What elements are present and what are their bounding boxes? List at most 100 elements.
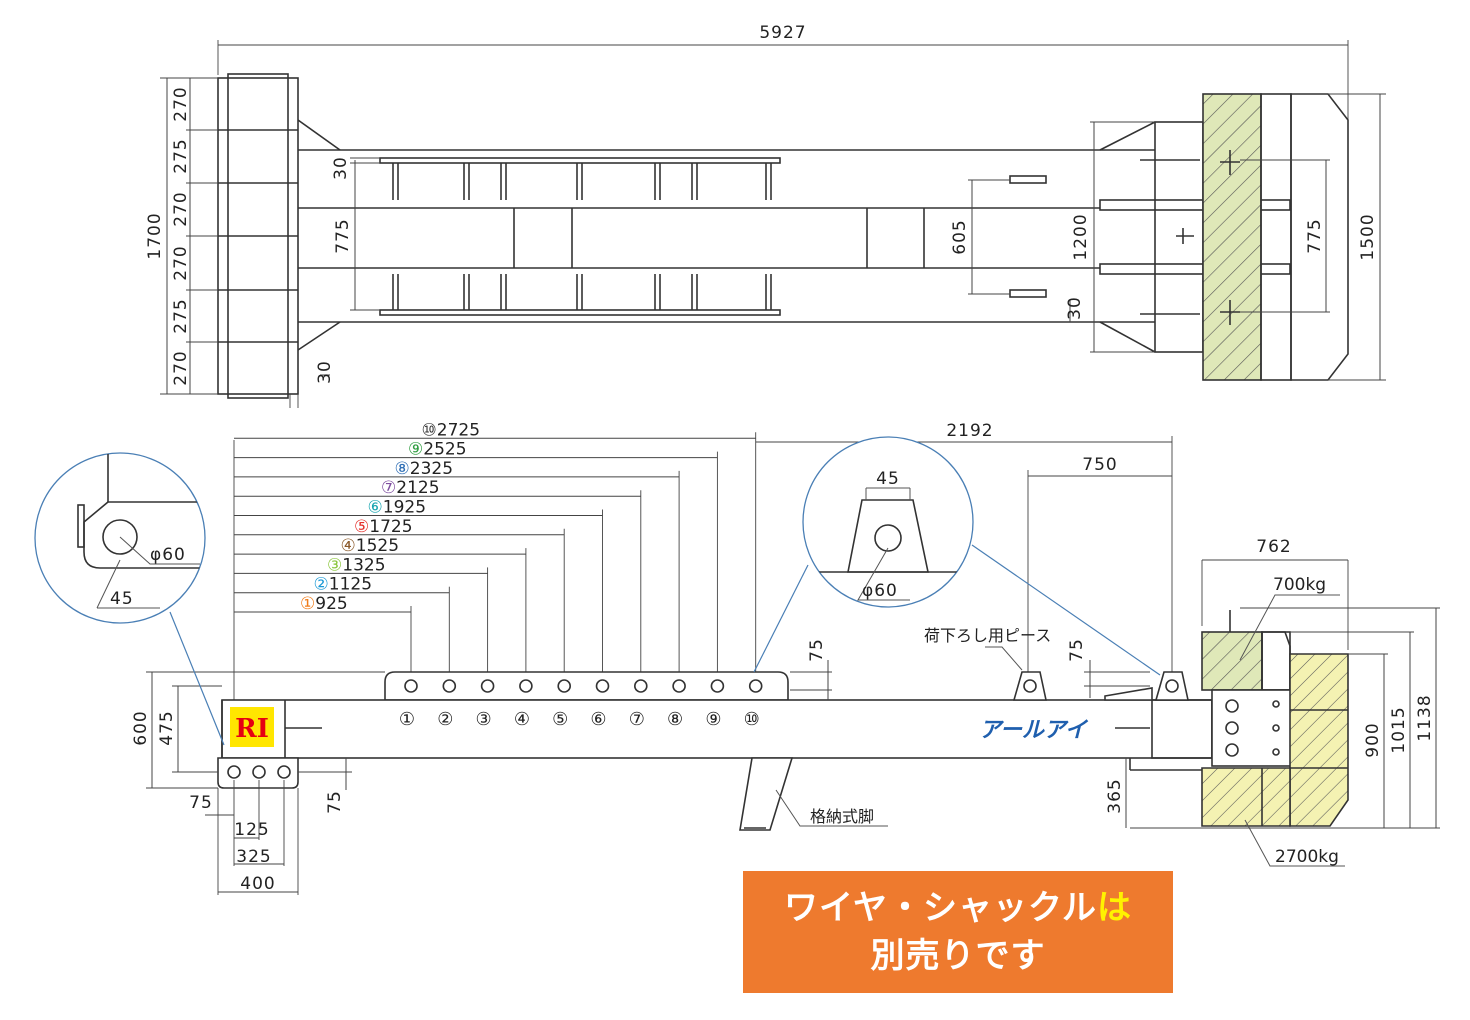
beam-hole <box>404 679 418 693</box>
hole-dim-value: 1325 <box>342 555 385 575</box>
beam-hole <box>595 679 610 693</box>
hole-dim-value: 925 <box>315 594 347 614</box>
hole-dim-label: ⑧2325 <box>395 459 454 479</box>
beam-hole <box>480 679 495 693</box>
hole-dim-num: ⑨ <box>408 440 423 460</box>
detail-right: 45 φ60 <box>753 436 1161 676</box>
dim-400: 400 <box>240 874 275 894</box>
hole-dim-label: ③1325 <box>327 555 386 575</box>
beam-hole <box>710 679 725 693</box>
dim-left-stack-6: 270 <box>171 350 191 385</box>
notice-wire: ワイヤ <box>784 888 888 928</box>
hole-dim-label: ⑤1725 <box>354 517 413 537</box>
hole-number: ⑤ <box>552 709 568 730</box>
hole-number: ⑥ <box>590 709 606 730</box>
dim-left-stack-1: 270 <box>171 86 191 121</box>
hole-dim-value: 2525 <box>423 440 466 460</box>
hole-number: ③ <box>476 709 492 730</box>
beam-hole <box>748 679 763 693</box>
side-view: ①925②1125③1325④1525⑤1725⑥1925⑦2125⑧2325⑨… <box>131 420 1440 895</box>
dim-1015: 1015 <box>1389 706 1409 753</box>
beam-hole <box>633 679 648 693</box>
hole-dim-label: ⑩2725 <box>422 420 481 440</box>
dim-900: 900 <box>1363 722 1383 757</box>
beam-hole <box>672 679 686 693</box>
hole-dim-value: 2725 <box>437 420 480 440</box>
dim-left-stack-5: 275 <box>171 298 191 333</box>
beam-holes <box>404 679 763 693</box>
dim-2192: 2192 <box>946 421 993 441</box>
dim-overall-length: 5927 <box>759 23 806 43</box>
dim-left-bottom: 30 <box>315 360 335 384</box>
brand-logo <box>230 707 274 747</box>
hole-dim-value: 2325 <box>410 459 453 479</box>
weight-upper: 700kg <box>1273 575 1326 595</box>
dim-75-top: 75 <box>807 638 827 662</box>
detail-left-angle: 45 <box>110 589 134 609</box>
weight-lower: 2700kg <box>1275 847 1339 867</box>
hole-offset-dimensions: ①925②1125③1325④1525⑤1725⑥1925⑦2125⑧2325⑨… <box>234 420 757 672</box>
dim-right-1500: 1500 <box>1358 213 1378 260</box>
hole-dim-num: ⑧ <box>395 459 410 479</box>
hole-number: ① <box>399 709 415 730</box>
hole-dim-value: 1725 <box>369 517 412 537</box>
label-folding-leg: 格納式脚 <box>810 807 874 826</box>
dim-762: 762 <box>1256 537 1291 557</box>
hole-number: ② <box>437 709 453 730</box>
notice-line-1: ワイヤ・シャックルは <box>784 884 1132 932</box>
hole-dim-num: ② <box>314 575 329 595</box>
dim-left-stack-2: 275 <box>171 138 191 173</box>
hole-dim-label: ⑨2525 <box>408 440 467 460</box>
hole-dim-value: 1125 <box>329 575 372 595</box>
notice-particle: は <box>1096 888 1132 928</box>
hole-number: ⑧ <box>667 709 683 730</box>
hole-number: ⑨ <box>705 709 721 730</box>
dim-1138: 1138 <box>1415 694 1435 741</box>
hole-dim-num: ⑦ <box>381 478 396 498</box>
dim-left-total: 1700 <box>145 212 165 259</box>
detail-left-diameter: φ60 <box>150 545 186 565</box>
dim-inner-775: 775 <box>333 218 353 253</box>
beam-hole <box>557 679 572 693</box>
hole-dim-label: ⑥1925 <box>368 498 427 518</box>
notice-line-2: 別売りです <box>870 936 1046 976</box>
dim-600: 600 <box>131 710 151 745</box>
dim-right-1200: 1200 <box>1071 213 1091 260</box>
beam-hole <box>442 679 457 693</box>
dim-75-left: 75 <box>189 793 213 813</box>
detail-left: φ60 45 <box>34 452 225 746</box>
hole-dim-num: ④ <box>341 536 356 556</box>
beam-hole <box>519 679 533 693</box>
detail-right-diameter: φ60 <box>862 581 898 601</box>
dim-right-775: 775 <box>1305 218 1325 253</box>
notice-dot: ・ <box>888 888 923 928</box>
dim-125: 125 <box>234 820 269 840</box>
label-lifting-piece: 荷下ろし用ピース <box>924 626 1051 645</box>
dim-750: 750 <box>1082 455 1117 475</box>
dim-inner-30: 30 <box>331 156 351 180</box>
hole-dim-label: ④1525 <box>341 536 400 556</box>
dim-left-stack-4: 270 <box>171 245 191 280</box>
hole-number: ④ <box>514 709 530 730</box>
hole-dim-value: 1925 <box>383 498 426 518</box>
dim-right-30: 30 <box>1065 296 1085 320</box>
hole-dim-num: ① <box>300 594 315 614</box>
hole-dim-value: 2125 <box>396 478 439 498</box>
hole-dim-value: 1525 <box>356 536 399 556</box>
top-view: 5927 1700 270 275 270 270 275 270 30 <box>145 23 1386 408</box>
dim-75-bottom: 75 <box>325 790 345 814</box>
notice-shackle: シャックル <box>923 888 1097 928</box>
dim-605: 605 <box>950 219 970 254</box>
hole-dim-num: ③ <box>327 555 342 575</box>
dim-365: 365 <box>1105 778 1125 813</box>
hole-dim-label: ⑦2125 <box>381 478 440 498</box>
brand-name: アールアイ <box>979 718 1089 743</box>
hole-dim-num: ⑩ <box>422 420 437 440</box>
hole-dim-num: ⑤ <box>354 517 369 537</box>
dim-325: 325 <box>236 847 271 867</box>
upper-rail-posts <box>392 163 772 310</box>
hole-dim-label: ①925 <box>300 594 348 614</box>
hole-dim-num: ⑥ <box>368 498 383 518</box>
